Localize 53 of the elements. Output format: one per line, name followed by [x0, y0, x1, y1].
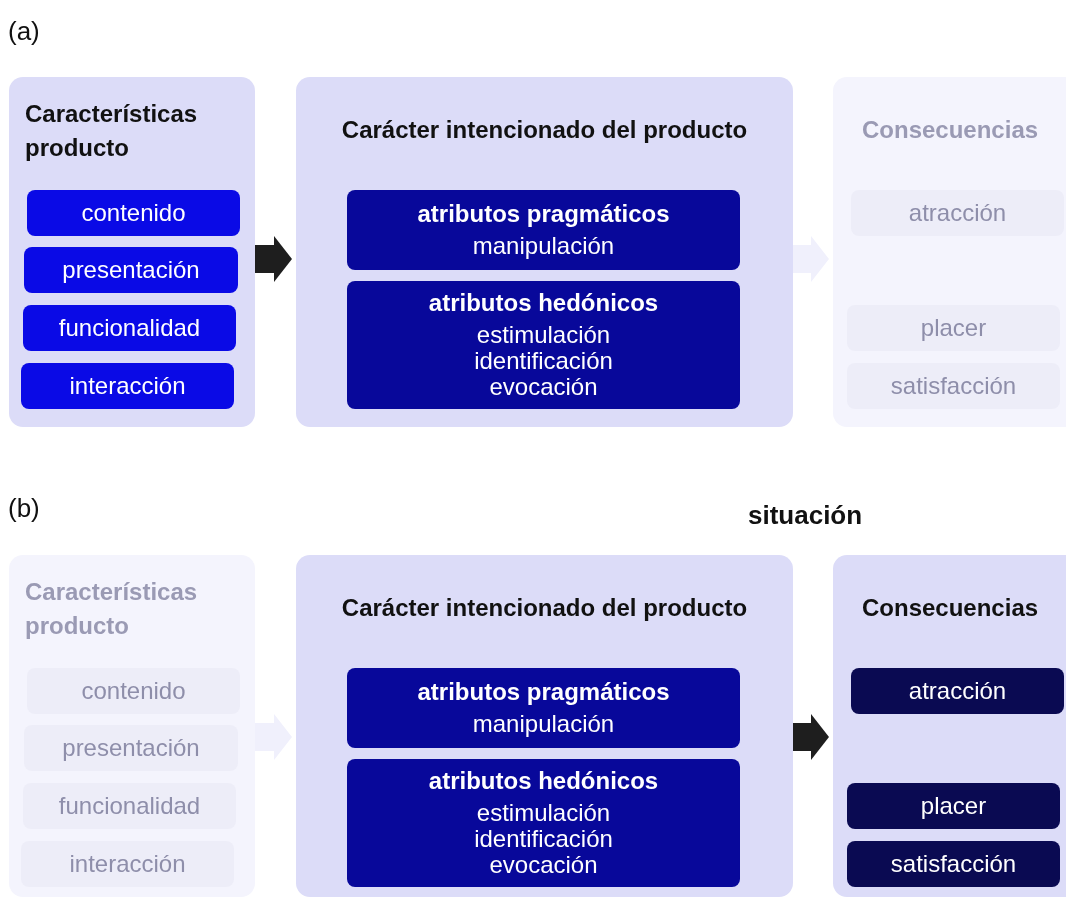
box-text: funcionalidad [58, 315, 201, 341]
arrow [793, 236, 829, 282]
box-text: evocación [489, 852, 598, 878]
box-text: contenido [81, 200, 186, 226]
arrow [255, 236, 292, 282]
attribute-box [347, 668, 740, 748]
box-text: interacción [69, 373, 186, 399]
box-text: funcionalidad [58, 793, 201, 819]
box-text: satisfacción [890, 373, 1017, 399]
attribute-box [21, 363, 234, 409]
attribute-box [847, 783, 1060, 829]
attribute-box [27, 190, 240, 236]
panel-heading: Consecuencias [862, 115, 1039, 145]
arrow [793, 714, 829, 760]
box-text: atracción [908, 200, 1007, 226]
box-text: estimulación [476, 800, 611, 826]
panel-heading: Características producto [25, 577, 199, 641]
box-text: identificación [474, 826, 613, 852]
panel-heading: Carácter intencionado del producto [340, 115, 749, 145]
group-panel [9, 77, 255, 427]
group-panel [296, 77, 793, 427]
box-text: satisfacción [890, 851, 1017, 877]
panel-heading: Consecuencias [862, 593, 1039, 623]
panel-label: (b) [8, 493, 40, 524]
attribute-box [24, 247, 238, 293]
box-text: presentación [62, 257, 200, 283]
attribute-box [347, 759, 740, 887]
group-panel [296, 555, 793, 897]
box-text: placer [920, 315, 987, 341]
box-title: atributos pragmáticos [417, 201, 670, 227]
box-title: atributos pragmáticos [417, 679, 670, 705]
attribute-box [23, 305, 236, 351]
box-text: estimulación [476, 322, 611, 348]
box-text: presentación [62, 735, 200, 761]
attribute-box [847, 841, 1060, 887]
box-text: interacción [69, 851, 186, 877]
panel-label: (a) [8, 16, 40, 47]
attribute-box [851, 668, 1064, 714]
context-label: situación [748, 500, 863, 531]
attribute-box [347, 190, 740, 270]
attribute-box [347, 281, 740, 409]
box-text: manipulación [472, 233, 615, 259]
box-text: contenido [81, 678, 186, 704]
box-text: manipulación [472, 711, 615, 737]
box-text: evocación [489, 374, 598, 400]
box-text: identificación [474, 348, 613, 374]
box-text: atracción [908, 678, 1007, 704]
panel-heading: Carácter intencionado del producto [340, 593, 749, 623]
box-title: atributos hedónicos [428, 768, 659, 794]
box-title: atributos hedónicos [428, 290, 659, 316]
group-panel [833, 555, 1066, 897]
panel-heading: Características producto [25, 99, 199, 163]
box-text: placer [920, 793, 987, 819]
